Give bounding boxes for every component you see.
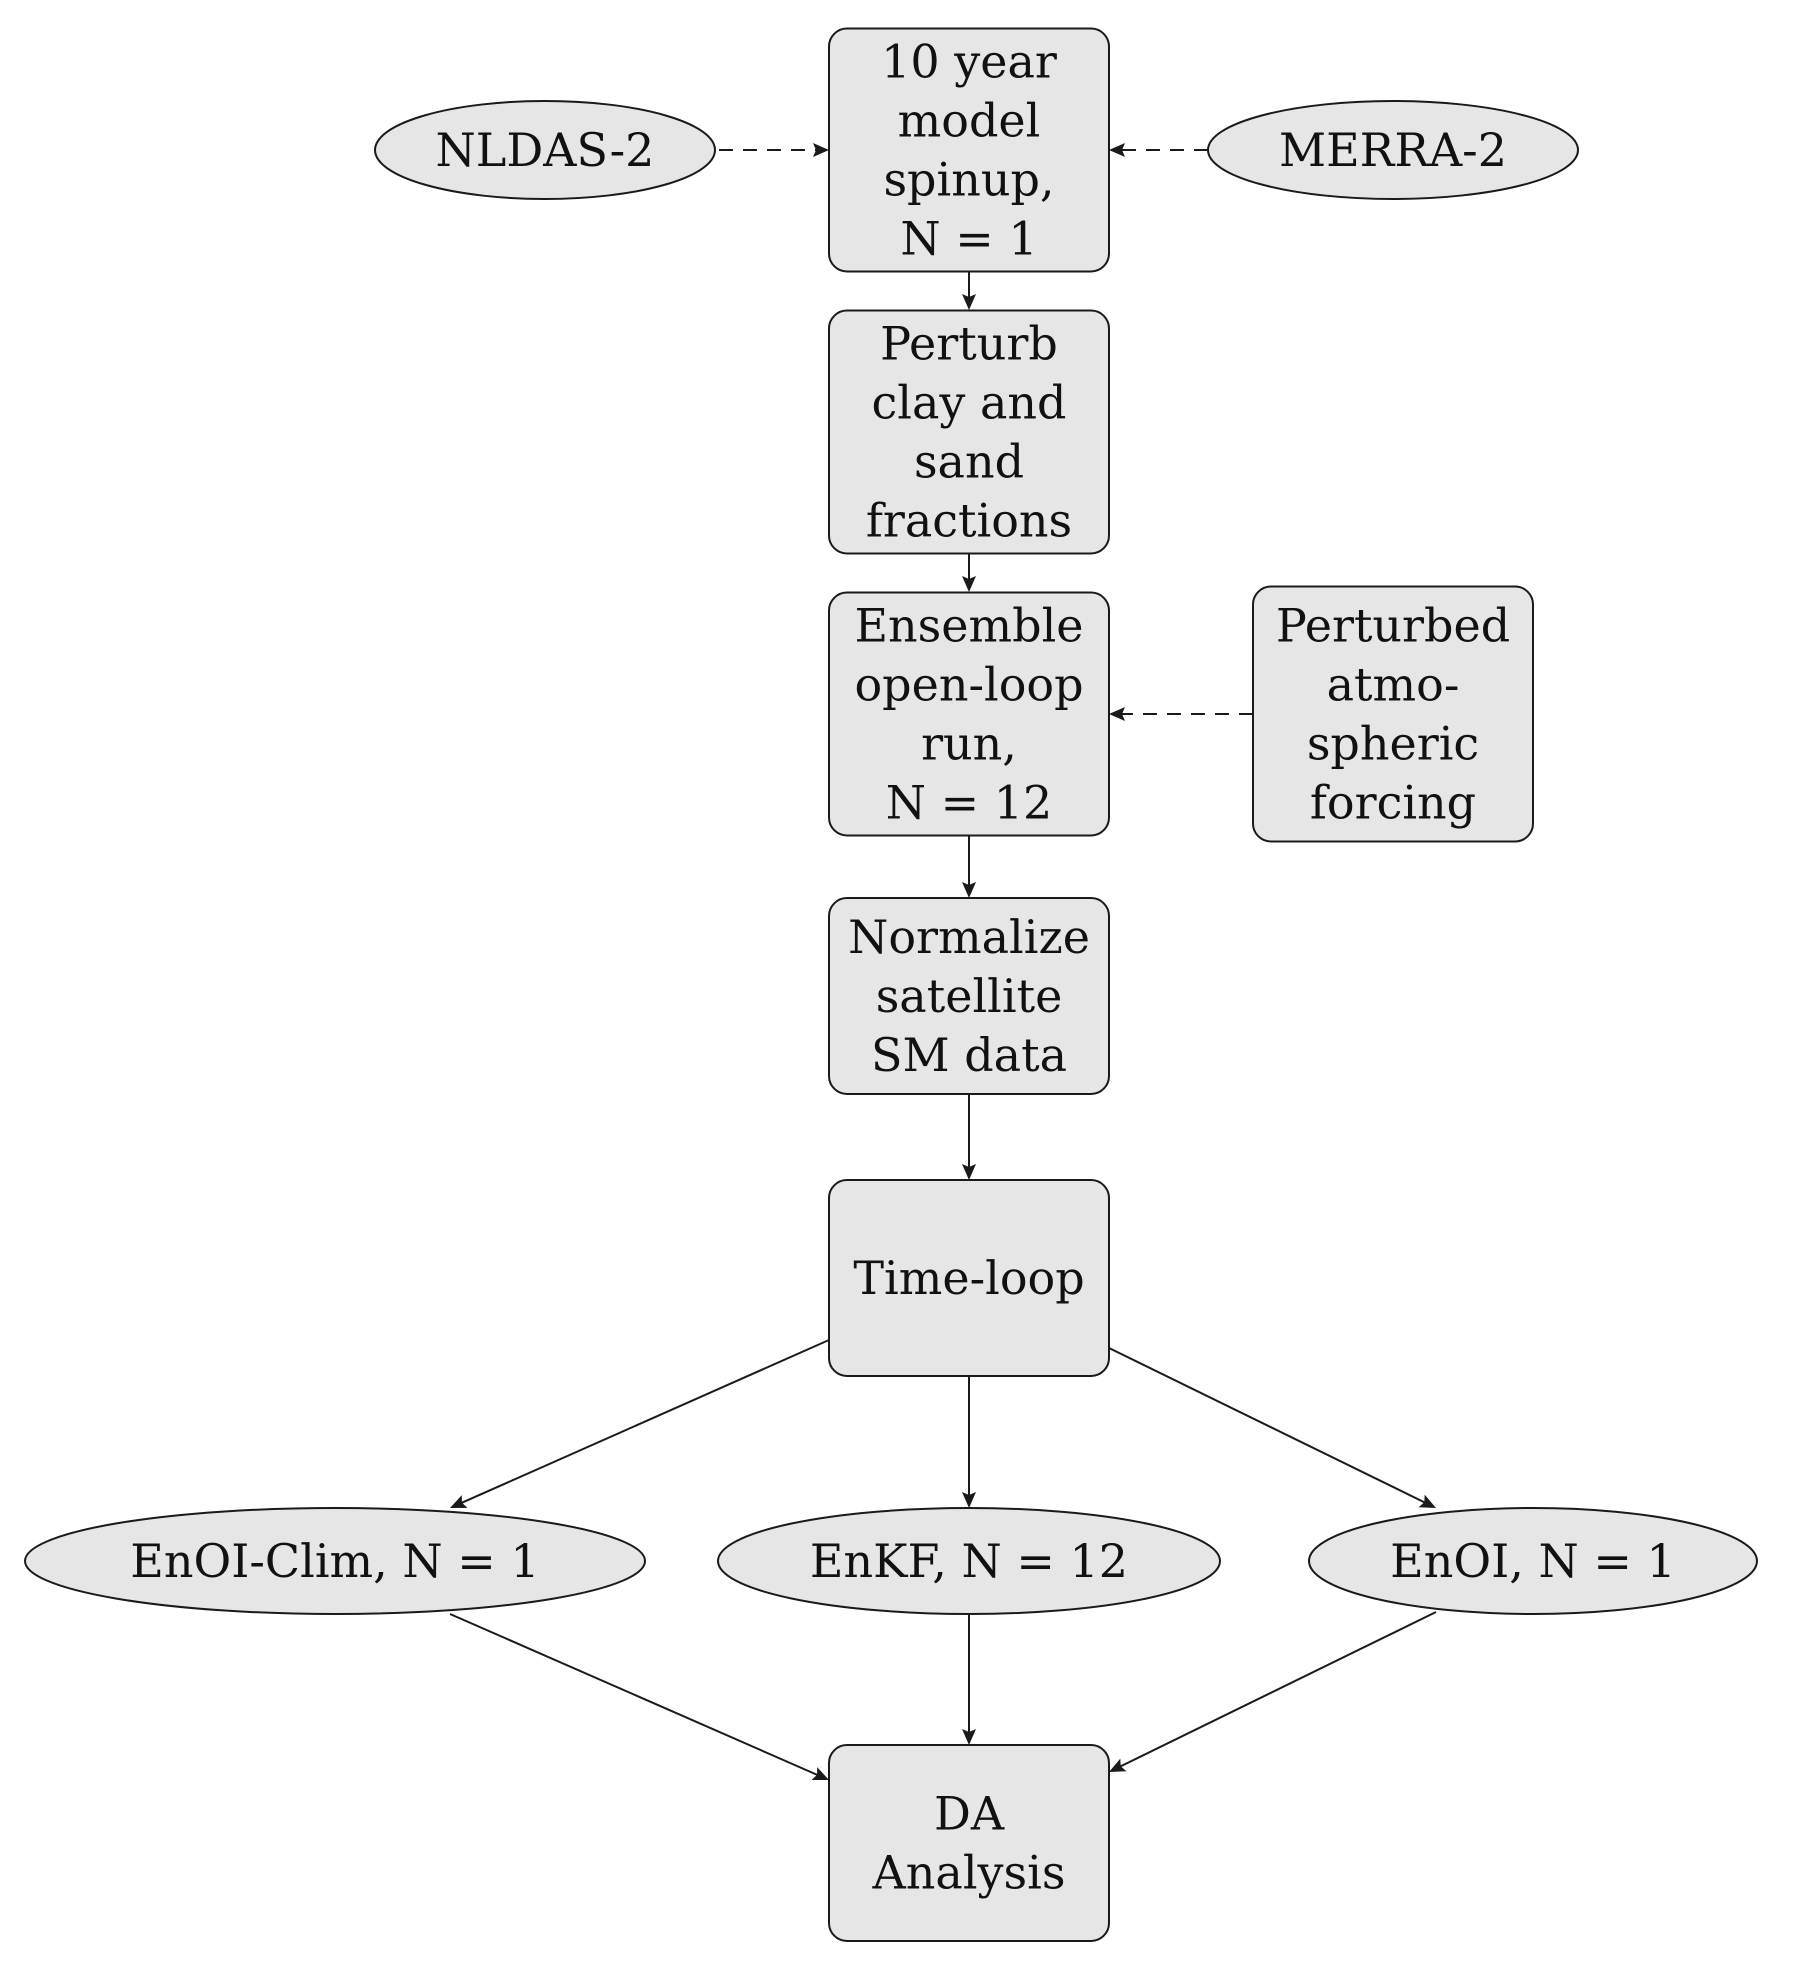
arrowhead-forcing-to-openloop [1109,707,1125,721]
node-merra-shape [1207,100,1579,200]
node-enoi-label-line: EnOI, N = 1 [1390,1534,1676,1588]
node-enoiclim-shape [24,1507,646,1615]
node-enkf-shape [717,1507,1221,1615]
node-forcing-label-line: atmo- [1327,658,1460,712]
node-timeloop-shape [828,1179,1110,1377]
node-enkf-label-line: EnKF, N = 12 [810,1534,1128,1588]
node-nldas: NLDAS-2 [374,100,716,200]
node-spinup-label-line: spinup, [883,153,1054,207]
edges-layer [449,143,1437,1780]
arrowhead-timeloop-to-enoi [1418,1494,1436,1508]
arrowhead-perturb-to-openloop [962,576,976,592]
node-forcing-label-line: forcing [1310,776,1476,830]
node-spinup-shape [828,27,1110,273]
node-da-shape [828,1744,1110,1942]
node-perturb-label-line: fractions [866,494,1072,548]
node-timeloop-label-line: Time-loop [853,1251,1084,1305]
node-forcing-shape [1252,585,1534,843]
node-openloop-label-line: Ensemble [854,599,1083,653]
node-openloop-label-line: run, [921,717,1017,771]
node-forcing-label-line: Perturbed [1276,599,1510,653]
node-da-label-line: Analysis [872,1846,1066,1900]
node-nldas-shape [374,100,716,200]
node-spinup-label-line: model [898,94,1041,148]
node-perturb-label-line: Perturb [880,317,1058,371]
arrowhead-enoi-to-da [1109,1758,1127,1772]
node-normalize-shape [828,897,1110,1095]
arrowhead-enkf-to-da [962,1729,976,1745]
node-normalize-label-line: satellite [876,969,1063,1023]
node-openloop-label-line: N = 12 [886,776,1053,830]
node-merra-label-line: MERRA-2 [1279,123,1507,177]
edge-enoi-to-da [1117,1611,1437,1769]
node-perturb-shape [828,309,1110,555]
arrowhead-nldas-to-spinup [813,143,829,157]
node-openloop-label-line: open-loop [854,658,1083,712]
arrowhead-timeloop-to-enkf [962,1492,976,1508]
arrowhead-spinup-to-perturb [962,294,976,310]
node-forcing-label-line: spheric [1307,717,1479,771]
node-normalize-label-line: SM data [871,1028,1067,1082]
node-openloop-shape [828,591,1110,837]
edge-timeloop-to-enoi [1108,1347,1428,1505]
node-nldas-label-line: NLDAS-2 [436,123,655,177]
node-enoi-shape [1308,1507,1758,1615]
node-perturb-label-line: sand [914,435,1024,489]
arrowhead-openloop-to-normalize [962,882,976,898]
edge-enoiclim-to-da [449,1613,821,1777]
edge-timeloop-to-enoiclim [458,1339,830,1505]
arrowhead-enoiclim-to-da [811,1767,829,1780]
node-timeloop: Time-loop [828,1179,1110,1377]
node-enoiclim-label-line: EnOI-Clim, N = 1 [130,1534,539,1588]
arrowhead-normalize-to-timeloop [962,1164,976,1180]
node-enoiclim: EnOI-Clim, N = 1 [24,1507,646,1615]
node-enkf: EnKF, N = 12 [717,1507,1221,1615]
node-enoi: EnOI, N = 1 [1308,1507,1758,1615]
node-spinup-label-line: 10 year [881,35,1057,89]
node-perturb-label-line: clay and [871,376,1066,430]
node-normalize-label-line: Normalize [848,910,1090,964]
arrowhead-merra-to-spinup [1109,143,1125,157]
node-merra: MERRA-2 [1207,100,1579,200]
node-da-label-line: DA [934,1787,1005,1841]
arrowhead-timeloop-to-enoiclim [450,1495,468,1508]
node-spinup-label-line: N = 1 [900,212,1037,266]
